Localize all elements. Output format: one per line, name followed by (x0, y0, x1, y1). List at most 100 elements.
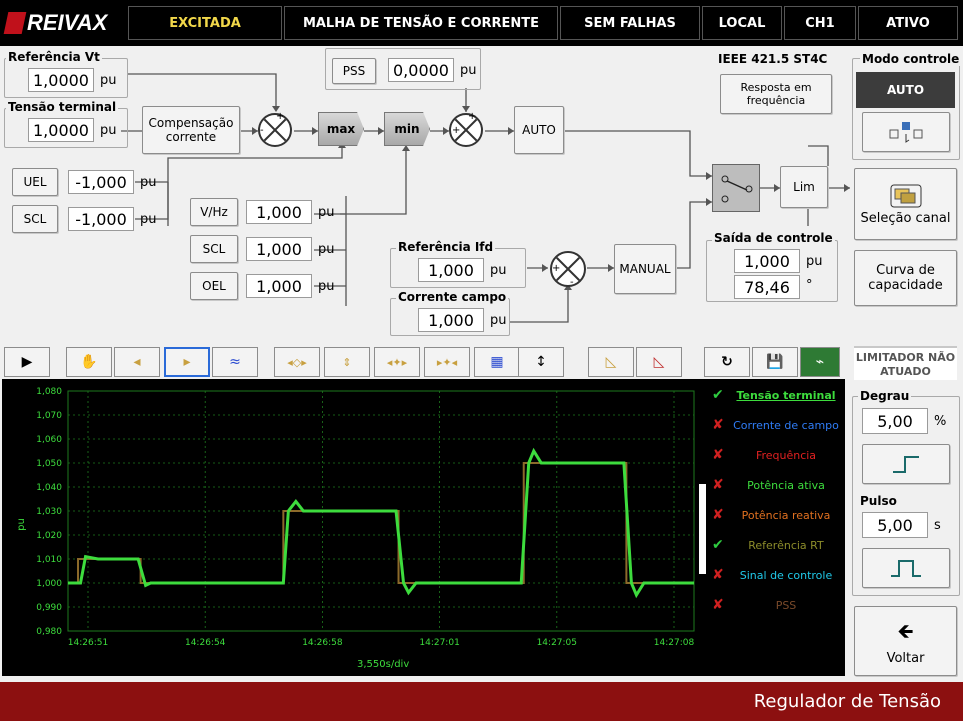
legend-item[interactable]: ✔ Tensão terminal (708, 385, 844, 405)
back-arrow-icon: 🡸 (897, 618, 914, 643)
y-tick-label: 1,010 (36, 555, 62, 565)
legend-label: PSS (775, 599, 797, 612)
plus-sign-3: + (468, 111, 477, 122)
uel-button[interactable]: UEL (12, 168, 58, 196)
status-channel[interactable]: CH1 (784, 6, 856, 40)
measure-clear-button[interactable]: ◺ (636, 347, 682, 377)
freq-response-button[interactable]: Resposta em frequência (720, 74, 832, 114)
save-icon: 💾 (766, 354, 784, 370)
legend-item[interactable]: ✘Sinal de controle (708, 565, 844, 585)
ifd-unit: pu (490, 263, 507, 278)
auto-mode-button[interactable]: AUTO (856, 72, 955, 108)
channel-select-button[interactable]: Seleção canal (854, 168, 957, 240)
status-malha[interactable]: MALHA DE TENSÃO E CORRENTE (284, 6, 558, 40)
step-apply-button[interactable] (862, 444, 950, 484)
x-tick-label: 14:26:51 (68, 638, 108, 648)
oel-value: 1,000 (246, 274, 312, 298)
y-tick-label: 1,040 (36, 483, 62, 493)
legend-item[interactable]: ✘PSS (708, 595, 844, 615)
checkmark-icon: ✔ (712, 387, 724, 403)
pan-button[interactable]: ✋ (66, 347, 112, 377)
manual-block-button[interactable]: MANUAL (614, 244, 676, 294)
capability-curve-button[interactable]: Curva de capacidade (854, 250, 957, 306)
legend-item[interactable]: ✔ Referência RT (708, 535, 844, 555)
legend-item[interactable]: ✘Potência reativa (708, 505, 844, 525)
next-button[interactable]: ▸ (164, 347, 210, 377)
play-button[interactable]: ▶ (4, 347, 50, 377)
status-ativo[interactable]: ATIVO (858, 6, 958, 40)
mode-select-button[interactable] (862, 112, 950, 152)
vterm-title: Tensão terminal (6, 100, 119, 114)
pulso-value[interactable]: 5,00 (862, 512, 928, 538)
cursor-icon: ↕ (535, 354, 547, 370)
degrau-value[interactable]: 5,00 (862, 408, 928, 434)
diagram-connections (121, 73, 850, 323)
vhz-value: 1,000 (246, 200, 312, 224)
status-local[interactable]: LOCAL (702, 6, 782, 40)
zoom-in-button[interactable]: ◂✦▸ (374, 347, 420, 377)
scl-button[interactable]: SCL (12, 205, 58, 233)
legend-toggle-handle[interactable] (699, 484, 706, 574)
wave-button[interactable]: ≈ (212, 347, 258, 377)
uel-unit: pu (140, 175, 157, 190)
compensation-button[interactable]: Compensação corrente (142, 106, 240, 154)
pss-unit: pu (460, 63, 477, 78)
fit-button[interactable]: ▦ (474, 347, 520, 377)
summing-junction-2 (449, 113, 483, 147)
legend-item[interactable]: ✘Frequência (708, 445, 844, 465)
zoom-h-button[interactable]: ◂◇▸ (274, 347, 320, 377)
legend-item[interactable]: ✘Potência ativa (708, 475, 844, 495)
cross-icon: ✘ (712, 417, 724, 433)
save-button[interactable]: 💾 (752, 347, 798, 377)
plus-sign-2: + (452, 125, 461, 136)
back-button[interactable]: 🡸 Voltar (854, 606, 957, 676)
scl2-button[interactable]: SCL (190, 235, 238, 263)
vhz-button[interactable]: V/Hz (190, 198, 238, 226)
y-axis-label: pu (15, 518, 27, 531)
vhz-unit: pu (318, 205, 335, 220)
pss-button[interactable]: PSS (332, 58, 376, 84)
zoom-v-button[interactable]: ⇕ (324, 347, 370, 377)
wave-icon: ≈ (229, 354, 241, 370)
legend-label: Referência RT (748, 539, 824, 552)
fit-icon: ▦ (490, 354, 504, 370)
x-axis-label: 3,550s/div (357, 659, 410, 670)
refresh-button[interactable]: ↻ (704, 347, 750, 377)
campo-title: Corrente campo (396, 290, 509, 304)
measure-button[interactable]: ◺ (588, 347, 634, 377)
legend-label: Sinal de controle (739, 569, 833, 582)
chart-plot: 1,0801,0701,0601,0501,0401,0301,0201,010… (36, 387, 695, 648)
checkmark-icon: ✔ (712, 537, 724, 553)
top-bar: REIVAX EXCITADA MALHA DE TENSÃO E CORREN… (0, 0, 963, 46)
vterm-unit: pu (100, 123, 117, 138)
prev-button[interactable]: ◂ (114, 347, 160, 377)
status-falhas[interactable]: SEM FALHAS (560, 6, 700, 40)
y-tick-label: 1,020 (36, 531, 62, 541)
channel-icon (890, 184, 921, 207)
play-icon: ▶ (21, 354, 33, 370)
modo-title: Modo controle (860, 52, 962, 66)
summing-junction-1 (258, 113, 292, 147)
zoom-out-button[interactable]: ▸✦◂ (424, 347, 470, 377)
max-block: max (318, 112, 364, 146)
saida-unit-pu: pu (806, 254, 823, 269)
monitor-button[interactable]: ⌁ (800, 347, 840, 377)
legend-item[interactable]: ✘Corrente de campo (708, 415, 844, 435)
pulse-apply-button[interactable] (862, 548, 950, 588)
mode-select-icon (889, 122, 923, 143)
zoom-vertical-icon: ⇕ (342, 355, 352, 369)
ref-vt-value[interactable]: 1,0000 (28, 68, 94, 92)
selector-switch-icon (712, 164, 760, 212)
ifd-value[interactable]: 1,000 (418, 258, 484, 282)
zoom-out-icon: ▸✦◂ (436, 355, 458, 369)
y-tick-label: 1,030 (36, 507, 62, 517)
cursor-button[interactable]: ↕ (518, 347, 564, 377)
arrow-left-icon: ◂ (133, 354, 141, 370)
status-excitada[interactable]: EXCITADA (128, 6, 282, 40)
ref-vt-title: Referência Vt (6, 50, 102, 64)
cross-icon: ✘ (712, 477, 724, 493)
legend-label: Tensão terminal (736, 389, 836, 402)
auto-block-button[interactable]: AUTO (514, 106, 564, 154)
oel-button[interactable]: OEL (190, 272, 238, 300)
